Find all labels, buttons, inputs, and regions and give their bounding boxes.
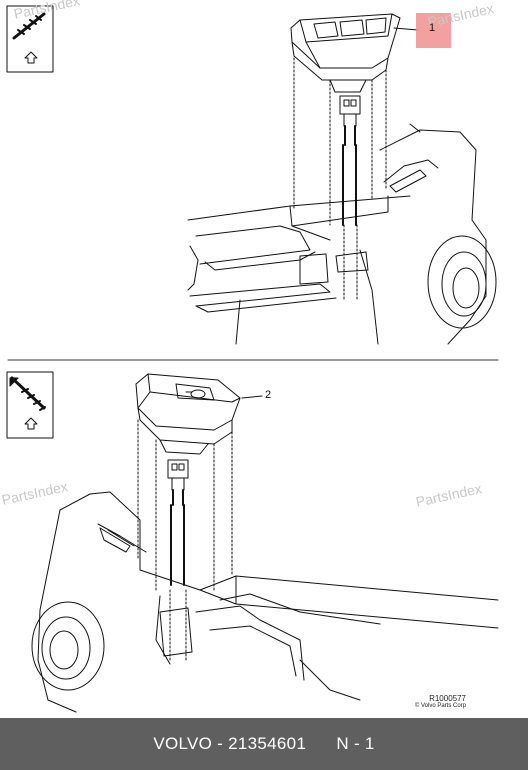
copyright-text: © Volvo Parts Corp — [414, 703, 466, 709]
connector-top — [339, 95, 361, 226]
callout-1: 1 — [429, 22, 436, 34]
console-bottom — [31, 491, 499, 713]
orientation-icon-bottom — [6, 371, 54, 439]
connector-bottom — [167, 459, 189, 586]
leader-line-1 — [393, 27, 419, 31]
console-top — [187, 123, 497, 345]
orientation-icon-top — [6, 5, 54, 73]
leader-line-2 — [241, 395, 263, 399]
guide-lines-top — [293, 57, 387, 301]
footer-part-number: 21354601 — [228, 734, 307, 753]
footer-bar: VOLVO - 21354601 N - 1 — [0, 718, 528, 770]
highlight-marker — [416, 13, 451, 48]
footer-brand: VOLVO — [153, 734, 213, 753]
drawing-reference: R1000577 © Volvo Parts Corp — [415, 694, 466, 710]
parts-diagram — [6, 5, 499, 713]
guide-lines-bottom — [137, 419, 233, 661]
footer-separator: - — [212, 734, 229, 753]
callout-2: 2 — [265, 389, 272, 401]
footer-position: N - 1 — [336, 734, 375, 753]
switch-1-top — [290, 13, 401, 93]
switch-2-bottom — [135, 373, 241, 455]
reference-code: R1000577 — [429, 694, 466, 703]
